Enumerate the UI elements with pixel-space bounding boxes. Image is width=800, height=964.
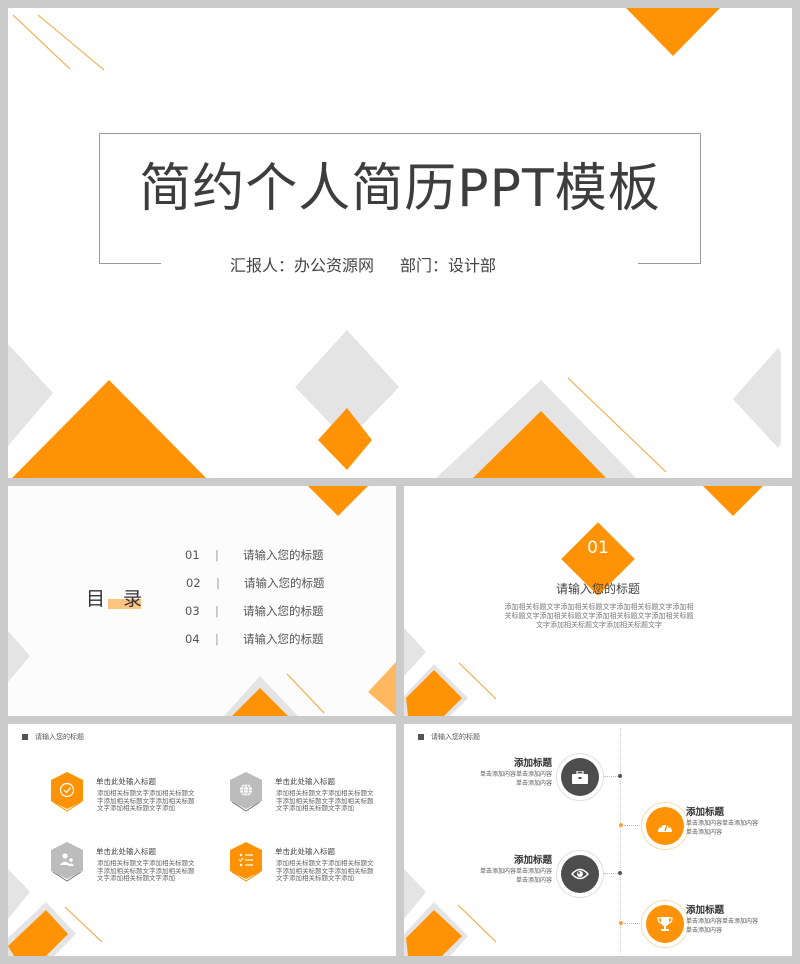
feature-body: 添加相关标题文字添加相关标题文字添加相关标题文字添加相关标题文字添加相关标题文字… <box>276 789 374 812</box>
toc-item-label: 请输入您的标题 <box>243 632 324 646</box>
square-bullet-icon <box>418 734 424 740</box>
section-number: 01 <box>587 538 609 558</box>
slide-title[interactable]: 简约个人简历PPT模板 汇报人：办公资源网 部门：设计部 <box>8 8 792 478</box>
timeline-dot <box>618 774 622 778</box>
timeline-title: 添加标题 <box>686 905 725 916</box>
feature-title: 单击此处输入标题 <box>275 777 335 786</box>
timeline-title: 添加标题 <box>686 807 725 818</box>
timeline-body: 单击添加内容单击添加内容单击添加内容 <box>686 918 759 934</box>
toc-item-number: 02 <box>186 576 201 590</box>
timeline-title: 添加标题 <box>514 855 553 866</box>
timeline-title: 添加标题 <box>514 758 553 769</box>
trophy-icon <box>646 905 684 943</box>
timeline-connector <box>624 923 642 924</box>
timeline-body: 单击添加内容单击添加内容单击添加内容 <box>479 868 552 884</box>
toc-item-separator: | <box>215 632 219 646</box>
section-body[interactable]: 添加相关标题文字添加相关标题文字添加相关标题文字添加相关标题文字添加相关标题文字… <box>504 603 694 629</box>
timeline-connector <box>624 825 642 826</box>
title-frame-line-right <box>638 263 700 264</box>
decorative-shapes <box>8 8 781 478</box>
slide-features[interactable]: 请输入您的标题 单击此处输入标题 添加相关标题文字添加相关标题文字添加相关标题文… <box>8 724 396 956</box>
title-frame <box>99 133 701 264</box>
toc-title: 目 录 <box>86 588 149 610</box>
reporter-label[interactable]: 汇报人：办公资源网 <box>230 256 375 275</box>
toc-item-label: 请输入您的标题 <box>243 604 324 618</box>
main-title[interactable]: 简约个人简历PPT模板 <box>139 159 661 219</box>
toc-item-separator: | <box>216 576 220 590</box>
toc-item-separator: | <box>215 604 219 618</box>
decorative-shapes <box>8 486 396 716</box>
feature-item-1[interactable]: 单击此处输入标题 添加相关标题文字添加相关标题文字添加相关标题文字添加相关标题文… <box>50 772 220 832</box>
toc-item-label: 请输入您的标题 <box>243 548 324 562</box>
slide-header: 请输入您的标题 <box>22 732 84 742</box>
decorative-shapes <box>404 486 763 716</box>
timeline-node <box>556 850 604 898</box>
checklist-icon <box>230 842 262 882</box>
toc-item-4[interactable]: 04 | 请输入您的标题 <box>185 631 324 647</box>
title-frame-line-left <box>99 263 161 264</box>
toc-item-separator: | <box>215 548 219 562</box>
globe-icon <box>230 772 262 812</box>
users-icon <box>51 842 83 882</box>
toc-item-3[interactable]: 03 | 请输入您的标题 <box>185 603 324 619</box>
timeline-axis <box>620 728 621 954</box>
toc-item-number: 01 <box>185 548 200 562</box>
feature-body: 添加相关标题文字添加相关标题文字添加相关标题文字添加相关标题文字添加相关标题文字… <box>97 789 195 812</box>
toc-item-number: 04 <box>185 632 200 646</box>
timeline-node <box>641 802 689 850</box>
department-label[interactable]: 部门：设计部 <box>400 256 497 275</box>
feature-title: 单击此处输入标题 <box>275 847 335 856</box>
feature-title: 单击此处输入标题 <box>96 847 156 856</box>
toc-item-number: 03 <box>185 604 200 618</box>
feature-item-2[interactable]: 单击此处输入标题 添加相关标题文字添加相关标题文字添加相关标题文字添加相关标题文… <box>229 772 396 832</box>
dashboard-icon <box>646 807 684 845</box>
feature-body: 添加相关标题文字添加相关标题文字添加相关标题文字添加相关标题文字添加相关标题文字… <box>97 859 195 882</box>
timeline-dot <box>619 823 623 827</box>
timeline-body: 单击添加内容单击添加内容单击添加内容 <box>479 771 552 787</box>
timeline-dot <box>618 871 622 875</box>
toc-item-2[interactable]: 02 | 请输入您的标题 <box>186 575 325 591</box>
feature-title: 单击此处输入标题 <box>96 777 156 786</box>
section-title[interactable]: 请输入您的标题 <box>555 582 640 596</box>
slide-header-text: 请输入您的标题 <box>35 733 84 741</box>
feature-body: 添加相关标题文字添加相关标题文字添加相关标题文字添加相关标题文字添加相关标题文字… <box>276 859 374 882</box>
timeline-node <box>641 900 689 948</box>
feature-item-3[interactable]: 单击此处输入标题 添加相关标题文字添加相关标题文字添加相关标题文字添加相关标题文… <box>50 842 220 902</box>
square-bullet-icon <box>22 734 28 740</box>
timeline-dot <box>619 921 623 925</box>
subtitle: 汇报人：办公资源网 部门：设计部 <box>230 252 522 276</box>
eye-icon <box>561 855 599 893</box>
toc-item-1[interactable]: 01 | 请输入您的标题 <box>185 547 324 563</box>
slide-header: 请输入您的标题 <box>418 732 480 742</box>
timeline-node <box>556 753 604 801</box>
toc-item-label: 请输入您的标题 <box>244 576 325 590</box>
toc-title-highlight <box>108 599 141 609</box>
check-circle-icon <box>51 772 83 812</box>
slide-timeline[interactable]: 请输入您的标题 添加标题 单击添加内容单击添加内容单击添加内容 添加标题 单击添… <box>404 724 792 956</box>
slide-header-text: 请输入您的标题 <box>431 733 480 741</box>
timeline-body: 单击添加内容单击添加内容单击添加内容 <box>686 820 759 836</box>
decorative-shapes <box>8 869 103 956</box>
slide-section-01[interactable]: 01 请输入您的标题 添加相关标题文字添加相关标题文字添加相关标题文字添加相关标… <box>404 486 792 716</box>
briefcase-icon <box>561 758 599 796</box>
slide-table-of-contents[interactable]: 目 录 01 | 请输入您的标题 02 | 请输入您的标题 03 | 请输入您的标题 04 |… <box>8 486 396 716</box>
decorative-shapes <box>404 869 497 956</box>
feature-item-4[interactable]: 单击此处输入标题 添加相关标题文字添加相关标题文字添加相关标题文字添加相关标题文… <box>229 842 396 902</box>
timeline-connector <box>604 776 618 777</box>
timeline-connector <box>604 873 618 874</box>
